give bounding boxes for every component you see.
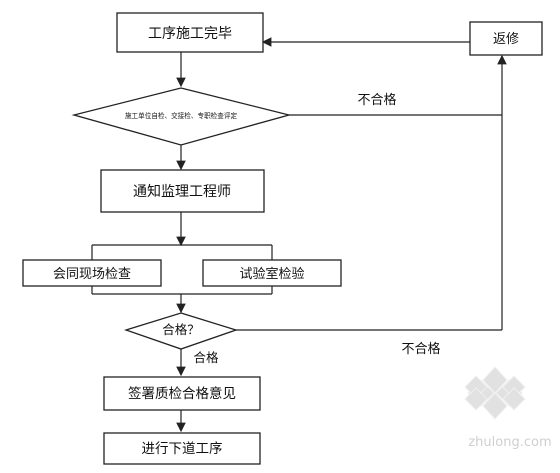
rework-node: 返修 — [469, 21, 543, 56]
unqualified-right-label: 不合格 — [401, 341, 440, 357]
zhulong-watermark-logo — [464, 366, 526, 420]
connector-lines — [91, 37, 507, 433]
process-complete-node: 工序施工完毕 — [116, 12, 264, 53]
sign-opinion-label: 签署质检合格意见 — [128, 385, 236, 402]
lab-test-label: 试验室检验 — [239, 266, 304, 282]
next-process-node: 进行下道工序 — [103, 432, 261, 465]
self-check-decision-node: 施工单位自检、交接检、专职检查评定 — [71, 87, 292, 146]
joint-site-check-node: 会同现场检查 — [22, 259, 162, 287]
process-complete-label: 工序施工完毕 — [148, 26, 232, 42]
watermark-petal-icon — [502, 387, 526, 411]
notify-supervisor-label: 通知监理工程师 — [133, 183, 231, 200]
watermark-text: zhulong.com — [468, 435, 551, 450]
next-process-label: 进行下道工序 — [142, 441, 223, 457]
watermark-petal-icon — [464, 387, 488, 411]
joint-site-check-label: 会同现场检查 — [53, 267, 131, 282]
self-check-label: 施工单位自检、交接检、专职检查评定 — [125, 111, 237, 120]
qualified-decision-node: 合格？ — [123, 312, 239, 350]
watermark-petal-icon — [482, 392, 508, 420]
notify-supervisor-node: 通知监理工程师 — [100, 169, 265, 213]
lab-test-node: 试验室检验 — [202, 259, 342, 287]
rework-label: 返修 — [493, 32, 519, 47]
qualified-decision-label: 合格？ — [162, 322, 200, 337]
unqualified-top-label: 不合格 — [357, 92, 396, 108]
sign-opinion-node: 签署质检合格意见 — [103, 376, 261, 411]
qualified-label: 合格 — [193, 350, 219, 365]
